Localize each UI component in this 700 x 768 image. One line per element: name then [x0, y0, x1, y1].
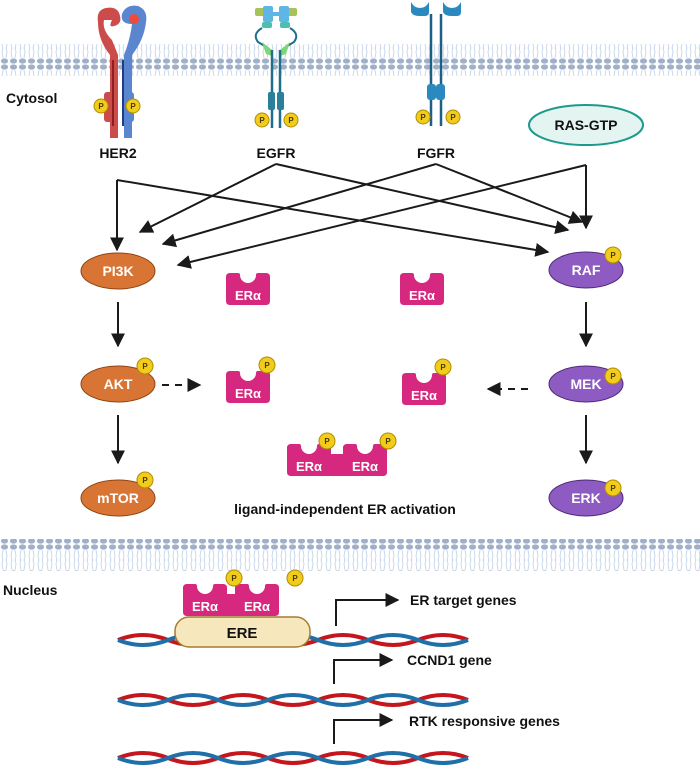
- svg-text:P: P: [288, 116, 294, 125]
- receptor-label-her2: HER2: [99, 145, 137, 161]
- gene-label-er-target: ER target genes: [410, 592, 517, 608]
- receptor-label-fgfr: FGFR: [417, 145, 455, 161]
- plasma-membrane: [0, 44, 700, 76]
- svg-text:P: P: [610, 484, 616, 493]
- svg-text:P: P: [231, 574, 237, 583]
- her2-phospho-right: P: [125, 98, 141, 114]
- egfr-phospho-left: P: [254, 112, 270, 128]
- dna-strand-2: [117, 693, 469, 707]
- svg-text:P: P: [98, 102, 104, 111]
- svg-text:ERα: ERα: [244, 599, 270, 614]
- egfr-phospho-right: P: [283, 112, 299, 128]
- arrow-her2-to-raf: [116, 179, 550, 257]
- svg-text:P: P: [292, 574, 298, 583]
- egfr-receptor: [254, 6, 298, 128]
- er-alpha-inactive-left: ERα: [226, 273, 270, 305]
- svg-text:P: P: [142, 476, 148, 485]
- er-alpha-dimer-cytosol: ERα ERα P P: [287, 432, 397, 476]
- er-alpha-dimer-nucleus: ERα ERα P P: [183, 569, 304, 616]
- svg-text:MEK: MEK: [570, 376, 601, 392]
- svg-text:P: P: [324, 437, 330, 446]
- akt-node: AKT P: [80, 357, 156, 403]
- svg-text:ERα: ERα: [352, 459, 378, 474]
- svg-text:ERα: ERα: [409, 288, 435, 303]
- svg-text:ERα: ERα: [192, 599, 218, 614]
- svg-text:ERα: ERα: [296, 459, 322, 474]
- svg-text:AKT: AKT: [104, 376, 133, 392]
- erk-node: ERK P: [548, 479, 624, 517]
- fgfr-phospho-left: P: [415, 109, 431, 125]
- svg-text:ERE: ERE: [227, 625, 258, 642]
- arrow-egfr-to-raf: [275, 163, 570, 235]
- dna-strand-3: [117, 751, 469, 765]
- svg-text:P: P: [440, 363, 446, 372]
- svg-text:RAF: RAF: [572, 262, 601, 278]
- fgfr-phospho-right: P: [445, 109, 461, 125]
- svg-text:P: P: [130, 102, 136, 111]
- svg-text:ERα: ERα: [235, 386, 261, 401]
- er-alpha-inactive-right: ERα: [400, 273, 444, 305]
- svg-text:P: P: [450, 113, 456, 122]
- cytosol-label: Cytosol: [6, 90, 57, 106]
- svg-text:PI3K: PI3K: [102, 263, 133, 279]
- transcription-arrow-er-targets: [335, 593, 400, 626]
- mek-node: MEK P: [548, 365, 624, 403]
- pi3k-node: PI3K: [80, 252, 156, 290]
- mtor-node: mTOR P: [80, 471, 156, 517]
- nuclear-membrane: [0, 539, 700, 571]
- receptor-label-egfr: EGFR: [257, 145, 296, 161]
- svg-text:P: P: [420, 113, 426, 122]
- arrow-ras-to-pi3k: [176, 164, 587, 269]
- fgfr-receptor: [411, 2, 461, 126]
- gene-label-ccnd1: CCND1 gene: [407, 652, 492, 668]
- er-alpha-phospho-mek: ERα P: [402, 358, 452, 405]
- svg-text:RAS-GTP: RAS-GTP: [555, 117, 618, 133]
- svg-text:P: P: [142, 362, 148, 371]
- transcription-arrow-ccnd1: [333, 653, 394, 684]
- arrow-egfr-to-pi3k: [138, 163, 277, 233]
- svg-text:ERα: ERα: [235, 288, 261, 303]
- activation-caption: ligand-independent ER activation: [234, 501, 456, 517]
- receptor-arrows: [110, 163, 593, 269]
- svg-text:P: P: [259, 116, 265, 125]
- svg-text:P: P: [610, 372, 616, 381]
- nucleus-label: Nucleus: [3, 582, 58, 598]
- svg-text:P: P: [610, 251, 616, 260]
- er-alpha-phospho-akt: ERα P: [226, 356, 276, 403]
- ras-gtp-node: RAS-GTP: [528, 104, 644, 146]
- transcription-arrow-rtk: [333, 713, 394, 744]
- svg-text:P: P: [385, 437, 391, 446]
- gene-label-rtk-responsive: RTK responsive genes: [409, 713, 560, 729]
- her2-phospho-left: P: [93, 98, 109, 114]
- ere-element: ERE: [174, 616, 311, 648]
- raf-node: RAF P: [548, 246, 624, 289]
- svg-text:ERα: ERα: [411, 388, 437, 403]
- svg-text:P: P: [264, 361, 270, 370]
- svg-text:ERK: ERK: [571, 490, 601, 506]
- arrow-fgfr-to-raf: [435, 163, 584, 224]
- arrow-fgfr-to-pi3k: [161, 163, 437, 248]
- svg-text:mTOR: mTOR: [97, 490, 139, 506]
